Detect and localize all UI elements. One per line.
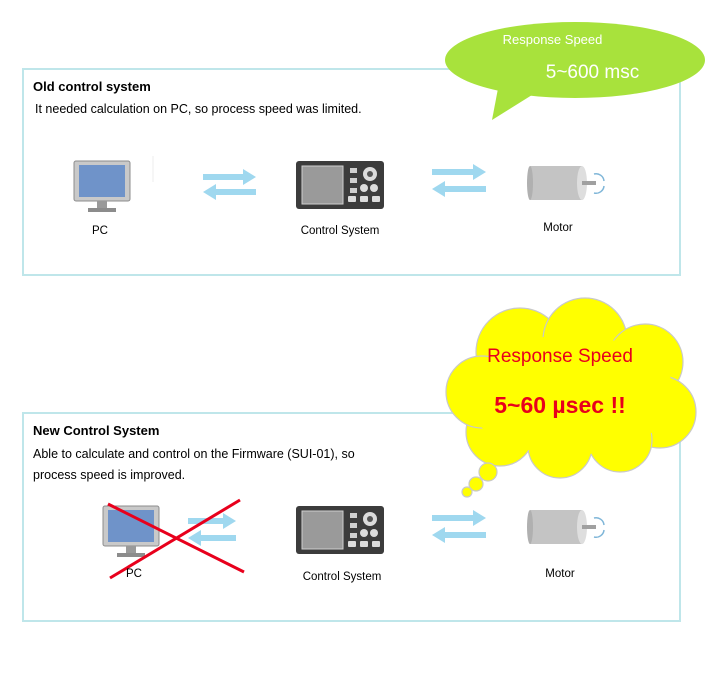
old-system-description: It needed calculation on PC, so process … <box>35 102 362 116</box>
monitor-icon <box>73 160 131 212</box>
cross-mark-icon <box>107 498 245 580</box>
new-system-description-line1: Able to calculate and control on the Fir… <box>33 447 355 461</box>
new-bubble-value: 5~60 µsec !! <box>494 392 626 418</box>
monitor-icon <box>102 505 160 557</box>
old-bubble-caption: Response Speed <box>502 32 603 47</box>
old-speed-bubble <box>445 22 705 120</box>
control-device-icon <box>296 161 384 209</box>
new-control-label: Control System <box>302 571 382 583</box>
old-pc-label: PC <box>92 225 108 237</box>
new-system-title: New Control System <box>33 423 160 438</box>
bidirectional-arrow-icon <box>188 513 236 546</box>
new-bubble-caption: Response Speed <box>487 346 633 367</box>
bidirectional-arrow-icon <box>432 164 486 197</box>
motor-icon <box>527 166 605 200</box>
new-pc-label: PC <box>126 568 142 580</box>
motor-icon <box>527 510 605 544</box>
control-device-icon <box>296 506 384 554</box>
old-motor-label: Motor <box>543 222 573 234</box>
old-system-title: Old control system <box>33 79 151 94</box>
new-system-description-line2: process speed is improved. <box>33 468 186 482</box>
old-bubble-value: 5~600 msc <box>545 62 640 83</box>
bidirectional-arrow-icon <box>432 510 486 543</box>
bidirectional-arrow-icon <box>203 169 256 200</box>
old-control-label: Control System <box>300 225 380 237</box>
new-motor-label: Motor <box>545 568 575 580</box>
